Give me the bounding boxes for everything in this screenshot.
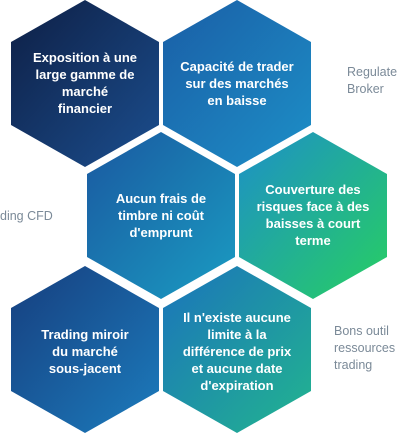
hexagon-text-mirror-trading: Trading miroir du marché sous-jacent xyxy=(41,326,129,376)
hexagon-text-market-exposure: Exposition à une large gamme de marché f… xyxy=(32,50,137,116)
hexagon-hedging xyxy=(239,132,387,299)
hexagon-text-hedging: Couverture des risques face à des baisse… xyxy=(256,182,370,248)
side-label-regulated-broker: Regulate Broker xyxy=(347,65,398,96)
hexagon-no-limits xyxy=(163,266,311,433)
hexagon-no-stamp-duty xyxy=(87,132,235,299)
hexagon-short-selling xyxy=(163,0,311,167)
hexagon-mirror-trading xyxy=(11,266,159,433)
side-label-trading-cfd: ding CFD xyxy=(0,209,53,223)
hexagon-text-no-limits: Il n'existe aucune limite à la différenc… xyxy=(182,309,292,393)
hexagon-market-exposure xyxy=(11,0,159,167)
hexagon-text-short-selling: Capacité de trader sur des marchés en ba… xyxy=(180,58,294,108)
hexagon-text-no-stamp-duty: Aucun frais de timbre ni coût d'emprunt xyxy=(115,190,207,240)
side-label-trading-tools: Bons outil ressources trading xyxy=(334,324,396,372)
